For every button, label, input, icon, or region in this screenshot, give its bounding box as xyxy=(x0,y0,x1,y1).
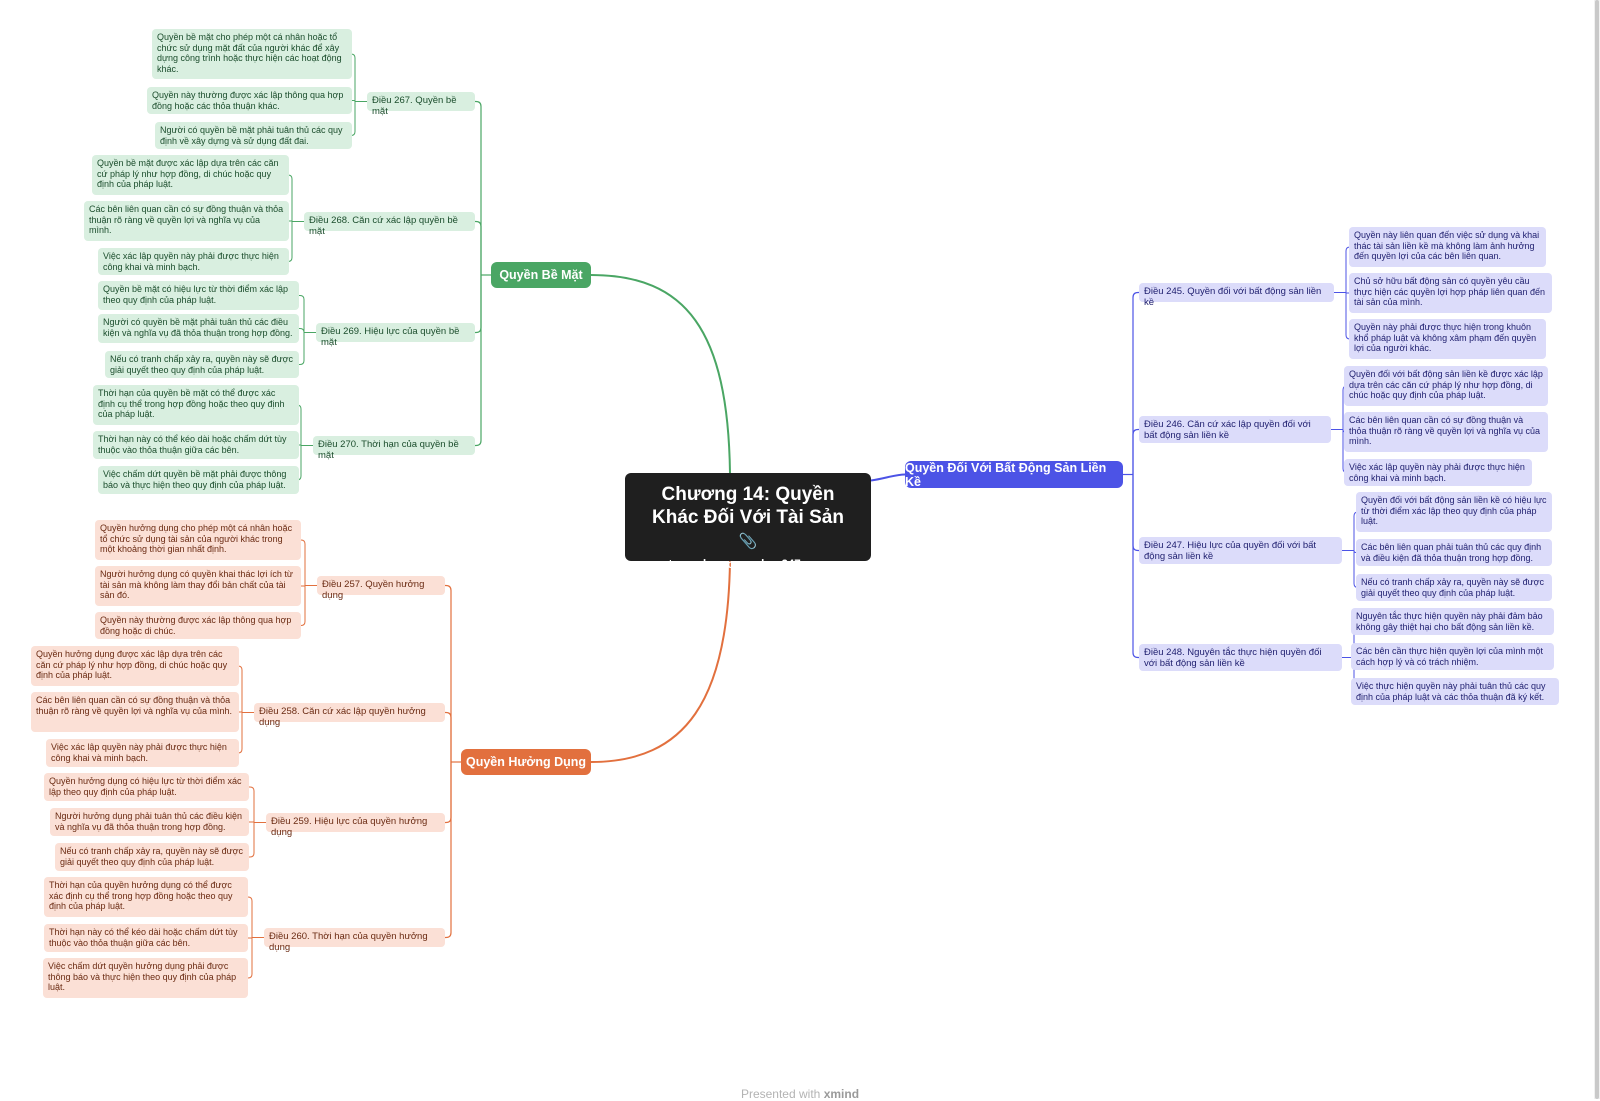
leaf-topic[interactable]: Người có quyền bề mặt phải tuân thủ các … xyxy=(98,314,299,343)
leaf-connector-orange-3-0 xyxy=(247,896,253,938)
leaf-topic[interactable]: Quyền này liên quan đến việc sử dụng và … xyxy=(1349,227,1546,267)
subtopic-green-1[interactable]: Điều 268. Căn cứ xác lập quyền bề mặt xyxy=(304,212,475,237)
leaf-topic[interactable]: Quyền bề mặt được xác lập dựa trên các c… xyxy=(92,155,289,195)
leaf-connector-orange-2-2 xyxy=(249,822,255,858)
sub-connector-green-2 xyxy=(475,275,482,334)
subtopic-blue-1[interactable]: Điều 246. Căn cứ xác lập quyền đối với b… xyxy=(1139,416,1331,443)
central-topic[interactable]: Chương 14: Quyền Khác Đối Với Tài Sản 📎 … xyxy=(625,473,871,571)
branch-connector-green xyxy=(590,274,731,474)
leaf-topic[interactable]: Người có quyền bề mặt phải tuân thủ các … xyxy=(155,122,352,149)
central-topic-title: Chương 14: Quyền Khác Đối Với Tài Sản 📎 xyxy=(652,484,844,550)
leaf-topic[interactable]: Quyền hưởng dụng có hiệu lực từ thời điể… xyxy=(44,773,249,801)
leaf-topic[interactable]: Quyền này thường được xác lập thông qua … xyxy=(147,87,352,114)
subtopic-orange-3[interactable]: Điều 260. Thời hạn của quyền hưởng dụng xyxy=(264,928,445,953)
sub-connector-green-1 xyxy=(475,220,482,275)
sub-connector-blue-1 xyxy=(1132,428,1139,475)
sub-connector-blue-2 xyxy=(1132,474,1139,552)
leaf-topic[interactable]: Thời hạn của quyền hưởng dụng có thể đượ… xyxy=(44,877,248,917)
leaf-topic[interactable]: Người hưởng dụng phải tuân thủ các điều … xyxy=(50,808,249,836)
leaf-topic[interactable]: Nếu có tranh chấp xảy ra, quyền này sẽ đ… xyxy=(55,843,249,871)
subtopic-orange-2[interactable]: Điều 259. Hiệu lực của quyền hưởng dụng xyxy=(266,813,445,838)
leaf-topic[interactable]: Quyền bề mặt có hiệu lực từ thời điểm xá… xyxy=(98,281,299,310)
leaf-topic[interactable]: Quyền bề mặt cho phép một cá nhân hoặc t… xyxy=(152,29,352,79)
leaf-topic[interactable]: Các bên liên quan cần có sự đồng thuận v… xyxy=(31,692,239,732)
subtopic-orange-1[interactable]: Điều 258. Căn cứ xác lập quyền hưởng dụn… xyxy=(254,703,445,728)
leaf-connector-orange-1-1 xyxy=(239,711,243,713)
main-topic-orange[interactable]: Quyền Hưởng Dụng xyxy=(461,749,591,775)
sub-connector-orange-1 xyxy=(445,711,452,762)
leaf-topic[interactable]: Việc chấm dứt quyền hưởng dụng phải được… xyxy=(43,958,248,998)
leaf-topic[interactable]: Nguyên tắc thực hiện quyền này phải đảm … xyxy=(1351,608,1554,635)
leaf-topic[interactable]: Các bên liên quan cần có sự đồng thuận v… xyxy=(1344,412,1548,452)
subtopic-blue-3[interactable]: Điều 248. Nguyên tắc thực hiện quyền đối… xyxy=(1139,644,1342,671)
branch-connector-blue xyxy=(870,473,906,482)
leaf-topic[interactable]: Quyền này thường được xác lập thông qua … xyxy=(95,612,301,639)
leaf-connector-orange-3-2 xyxy=(247,937,253,979)
leaf-topic[interactable]: Người hưởng dụng có quyền khai thác lợi … xyxy=(95,566,301,606)
leaf-connector-green-2-1 xyxy=(299,328,305,333)
leaf-topic[interactable]: Việc xác lập quyền này phải được thực hi… xyxy=(98,248,289,275)
sub-connector-orange-0 xyxy=(445,584,452,762)
central-topic-subtitle: tuyendungcongchuc247.com xyxy=(668,559,828,571)
leaf-topic[interactable]: Quyền hưởng dụng được xác lập dựa trên c… xyxy=(31,646,239,686)
paperclip-icon[interactable]: 📎 xyxy=(738,533,758,550)
leaf-topic[interactable]: Việc chấm dứt quyền bề mặt phải được thô… xyxy=(98,466,299,494)
leaf-connector-orange-0-2 xyxy=(300,585,306,626)
leaf-connector-orange-2-1 xyxy=(249,821,255,823)
main-topic-green[interactable]: Quyền Bề Mặt xyxy=(491,262,591,288)
branch-connector-orange xyxy=(590,560,731,763)
sub-connector-green-3 xyxy=(475,275,482,447)
main-topic-blue[interactable]: Quyền Đối Với Bất Động Sản Liền Kề xyxy=(905,461,1123,489)
leaf-topic[interactable]: Thời hạn của quyền bề mặt có thể được xá… xyxy=(93,385,299,425)
leaf-topic[interactable]: Nếu có tranh chấp xảy ra, quyền này sẽ đ… xyxy=(1356,574,1552,601)
leaf-connector-green-3-1 xyxy=(299,444,302,446)
leaf-connector-orange-0-0 xyxy=(300,539,306,586)
sub-connector-blue-0 xyxy=(1132,291,1139,475)
subtopic-green-3[interactable]: Điều 270. Thời hạn của quyền bề mặt xyxy=(313,436,475,461)
leaf-topic[interactable]: Các bên liên quan cần có sự đồng thuận v… xyxy=(84,201,289,241)
scrollbar-thumb[interactable] xyxy=(1595,0,1599,1099)
subtopic-green-2[interactable]: Điều 269. Hiệu lực của quyền bề mặt xyxy=(316,323,475,348)
subtopic-green-0[interactable]: Điều 267. Quyền bề mặt xyxy=(367,92,475,117)
leaf-connector-orange-3-1 xyxy=(248,937,253,939)
leaf-connector-green-0-1 xyxy=(352,100,356,102)
leaf-topic[interactable]: Thời hạn này có thể kéo dài hoặc chấm dứ… xyxy=(93,431,299,459)
leaf-topic[interactable]: Chủ sở hữu bất động sản có quyền yêu cầu… xyxy=(1349,273,1552,313)
subtopic-blue-2[interactable]: Điều 247. Hiệu lực của quyền đối với bất… xyxy=(1139,537,1342,564)
leaf-topic[interactable]: Nếu có tranh chấp xảy ra, quyền này sẽ đ… xyxy=(105,351,299,378)
leaf-connector-green-1-1 xyxy=(289,220,293,222)
sub-connector-orange-3 xyxy=(445,762,452,939)
leaf-topic[interactable]: Việc thực hiện quyền này phải tuân thủ c… xyxy=(1351,678,1559,705)
leaf-topic[interactable]: Quyền đối với bất động sản liền kề có hi… xyxy=(1356,492,1552,532)
footer-credit: Presented with xmind xyxy=(740,1087,860,1101)
sub-connector-orange-2 xyxy=(445,762,452,824)
vertical-scrollbar[interactable] xyxy=(1594,0,1600,1099)
leaf-connector-green-2-2 xyxy=(299,332,305,365)
leaf-topic[interactable]: Quyền này phải được thực hiện trong khuô… xyxy=(1349,319,1546,359)
subtopic-orange-0[interactable]: Điều 257. Quyền hưởng dụng xyxy=(317,576,445,601)
leaf-connector-green-2-0 xyxy=(299,295,305,333)
leaf-connector-orange-2-0 xyxy=(249,786,255,823)
leaf-topic[interactable]: Quyền hưởng dụng cho phép một cá nhân ho… xyxy=(95,520,301,560)
subtopic-blue-0[interactable]: Điều 245. Quyền đối với bất động sản liề… xyxy=(1139,283,1334,308)
leaf-topic[interactable]: Quyền đối với bất động sản liền kề được … xyxy=(1344,366,1548,406)
sub-connector-green-0 xyxy=(475,100,482,275)
leaf-topic[interactable]: Thời hạn này có thể kéo dài hoặc chấm dứ… xyxy=(44,924,248,952)
leaf-connector-orange-0-1 xyxy=(301,585,306,587)
sub-connector-blue-3 xyxy=(1132,474,1139,659)
leaf-topic[interactable]: Các bên cần thực hiện quyền lợi của mình… xyxy=(1351,643,1554,670)
leaf-topic[interactable]: Việc xác lập quyền này phải được thực hi… xyxy=(1344,459,1532,486)
leaf-topic[interactable]: Các bên liên quan phải tuân thủ các quy … xyxy=(1356,539,1552,566)
leaf-topic[interactable]: Việc xác lập quyền này phải được thực hi… xyxy=(46,739,239,767)
